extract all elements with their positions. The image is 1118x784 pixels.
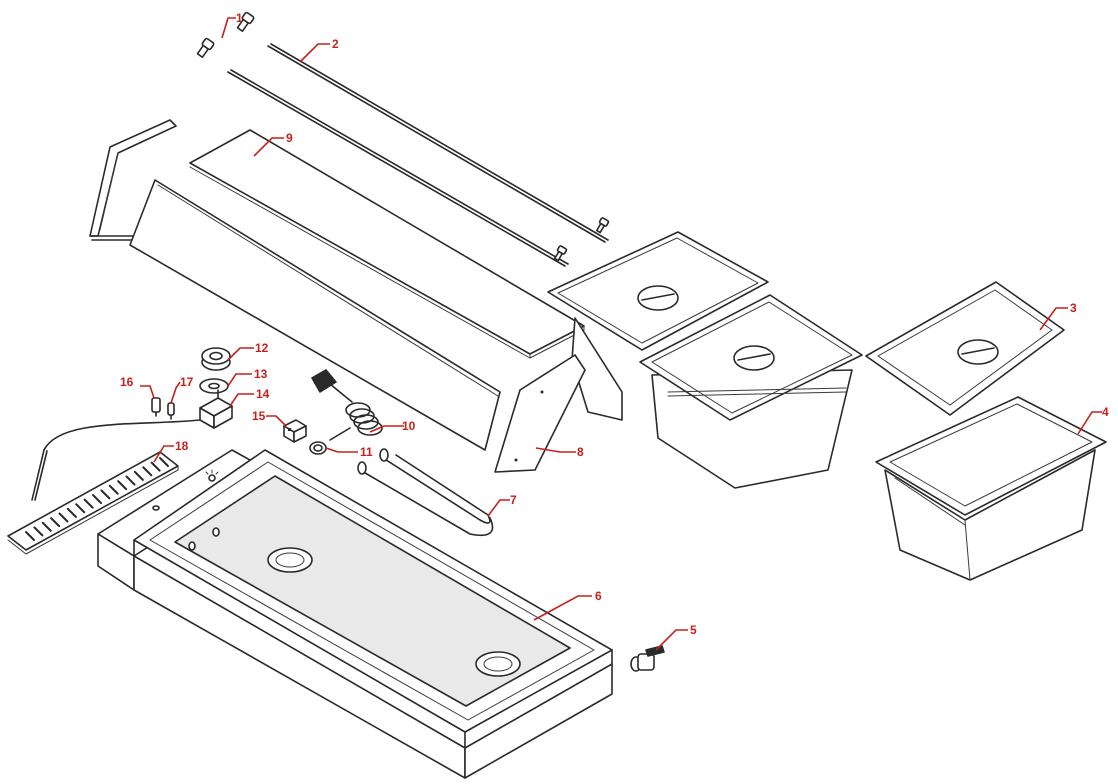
vent-slot bbox=[25, 531, 35, 541]
part-8-right-side-panel bbox=[494, 354, 586, 473]
gastronorm-pan-back bbox=[547, 231, 769, 421]
callout-5-label: 5 bbox=[690, 623, 697, 637]
vent-slot bbox=[33, 526, 44, 537]
callout-10: 10 bbox=[369, 419, 416, 433]
callout-8: 8 bbox=[535, 445, 584, 459]
part-17-lamp bbox=[167, 402, 175, 420]
callout-1: 1 bbox=[221, 11, 243, 39]
part-9-top-shelf bbox=[189, 129, 585, 359]
part-14-thermostat bbox=[199, 389, 233, 429]
vent-slot bbox=[133, 470, 144, 481]
callout-3-label: 3 bbox=[1070, 301, 1077, 315]
vent-slot bbox=[117, 480, 128, 491]
vent-slot bbox=[75, 503, 86, 514]
part-4-pan bbox=[875, 396, 1107, 581]
part-6-main-basin bbox=[97, 449, 613, 779]
part-15-switch bbox=[283, 419, 307, 443]
callout-18: 18 bbox=[153, 439, 189, 463]
callout-15-label: 15 bbox=[252, 409, 266, 423]
part-10-heater-coil bbox=[311, 369, 383, 441]
callout-4: 4 bbox=[1077, 405, 1109, 435]
vent-slot bbox=[108, 484, 119, 495]
callout-6-label: 6 bbox=[595, 589, 602, 603]
part-13-bezel bbox=[199, 378, 229, 394]
callout-16: 16 bbox=[120, 375, 155, 399]
callout-12-label: 12 bbox=[255, 341, 269, 355]
vent-slot bbox=[66, 507, 77, 518]
callout-17: 17 bbox=[170, 375, 194, 404]
vent-slots bbox=[25, 457, 169, 541]
callout-3: 3 bbox=[1039, 301, 1077, 331]
vent-slot bbox=[92, 494, 102, 504]
callout-4-label: 4 bbox=[1102, 405, 1109, 419]
left-side-bracket bbox=[89, 119, 177, 241]
part-12-knob bbox=[201, 347, 231, 371]
vent-slot bbox=[58, 512, 69, 523]
part-5-drain-valve bbox=[630, 645, 665, 672]
callout-9-label: 9 bbox=[286, 131, 293, 145]
callout-11: 11 bbox=[325, 445, 373, 459]
part-1-screws bbox=[196, 11, 255, 58]
gastronorm-pan-middle bbox=[639, 294, 863, 489]
part-18-vent-plate bbox=[7, 451, 179, 555]
part-3-lid bbox=[865, 281, 1065, 416]
vent-slot bbox=[50, 517, 61, 528]
callout-2: 2 bbox=[299, 37, 339, 63]
vent-slot bbox=[159, 457, 169, 467]
callout-5: 5 bbox=[655, 623, 697, 651]
vent-slot bbox=[142, 466, 153, 477]
callout-15: 15 bbox=[252, 409, 287, 427]
part-2-rods bbox=[227, 43, 610, 267]
callout-13-label: 13 bbox=[254, 367, 268, 381]
vent-slot bbox=[150, 461, 161, 472]
vent-slot bbox=[83, 498, 94, 509]
vent-slot bbox=[125, 475, 136, 486]
callout-12: 12 bbox=[227, 341, 269, 361]
callout-8-label: 8 bbox=[577, 445, 584, 459]
callout-14-label: 14 bbox=[256, 387, 270, 401]
callout-7-label: 7 bbox=[510, 493, 517, 507]
callout-11-label: 11 bbox=[360, 445, 373, 459]
callout-10-label: 10 bbox=[402, 419, 416, 433]
callout-1-label: 1 bbox=[236, 11, 243, 25]
part-16-lamp bbox=[151, 397, 161, 417]
callout-7: 7 bbox=[487, 493, 517, 517]
callout-18-label: 18 bbox=[175, 439, 189, 453]
thermostat-probe-cable bbox=[31, 419, 201, 501]
callout-16-label: 16 bbox=[120, 375, 134, 389]
vent-slot bbox=[41, 521, 52, 532]
callout-17-label: 17 bbox=[180, 375, 194, 389]
callout-6: 6 bbox=[533, 589, 602, 621]
callout-2-label: 2 bbox=[332, 37, 339, 51]
callout-13: 13 bbox=[227, 367, 268, 387]
part-11-fitting bbox=[309, 441, 327, 455]
callout-labels: 1 2 3 4 5 6 7 8 bbox=[120, 11, 1109, 651]
callout-14: 14 bbox=[229, 387, 270, 407]
callout-9: 9 bbox=[253, 131, 293, 157]
vent-slot bbox=[100, 489, 111, 500]
sneeze-guard-panel bbox=[129, 179, 501, 451]
